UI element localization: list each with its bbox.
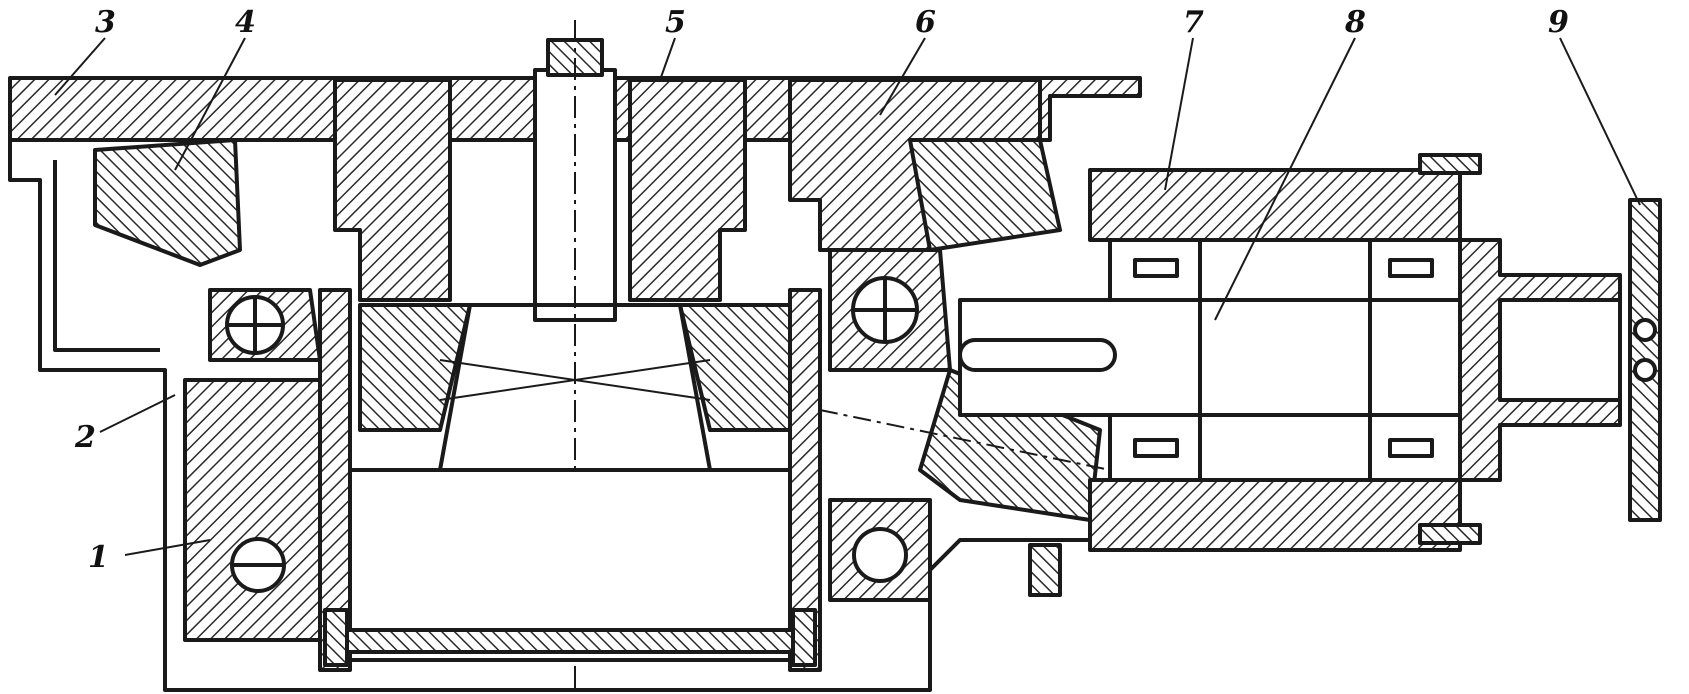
leader-5 xyxy=(659,37,676,81)
bottom-drum xyxy=(348,468,792,662)
callout-7: 7 xyxy=(1183,5,1204,40)
bottom-drum-base xyxy=(338,628,802,654)
callout-6: 6 xyxy=(915,5,936,40)
callout-9: 9 xyxy=(1548,5,1569,40)
left-housing-wall xyxy=(8,140,1142,692)
leader-6 xyxy=(879,37,926,116)
callout-8: 8 xyxy=(1345,5,1366,40)
leader-7 xyxy=(1164,37,1194,191)
callout-1: 1 xyxy=(88,540,109,575)
leader-2 xyxy=(99,394,176,433)
bolt-bottom-right xyxy=(1418,523,1482,545)
left-housing-inner xyxy=(53,160,160,352)
bolt-right-bottom xyxy=(791,608,817,667)
bolt-bottom-center xyxy=(1028,543,1062,597)
gear-barrel-7-lower xyxy=(1088,478,1462,552)
leader-3 xyxy=(54,37,106,96)
cone-ring-left xyxy=(358,303,472,432)
callout-5: 5 xyxy=(665,5,686,40)
callout-4: 4 xyxy=(235,5,256,40)
bolt-left-bottom xyxy=(323,608,349,667)
callout-2: 2 xyxy=(75,420,96,455)
output-shaft xyxy=(1498,298,1622,402)
gear-axis-diagonal xyxy=(819,409,1111,471)
central-hub-left xyxy=(333,78,452,302)
bevel-gear-4 xyxy=(93,138,242,267)
gear-barrel-7 xyxy=(1088,168,1462,242)
callout-3: 3 xyxy=(95,5,116,40)
central-hub-right xyxy=(628,78,747,302)
left-lower-chamber xyxy=(183,378,332,642)
leader-1 xyxy=(124,539,211,556)
right-bevel-gear xyxy=(908,138,1062,252)
leader-4 xyxy=(174,37,246,171)
leader-8 xyxy=(1214,37,1356,321)
right-lower-ball-bearing xyxy=(852,527,908,583)
bolt-top-right xyxy=(1418,153,1482,175)
right-vertical-shaft xyxy=(788,288,822,672)
left-vertical-shaft xyxy=(318,288,352,672)
cone-ring-right xyxy=(678,303,792,432)
shaft-keyway xyxy=(958,338,1117,372)
leader-9 xyxy=(1559,37,1641,206)
